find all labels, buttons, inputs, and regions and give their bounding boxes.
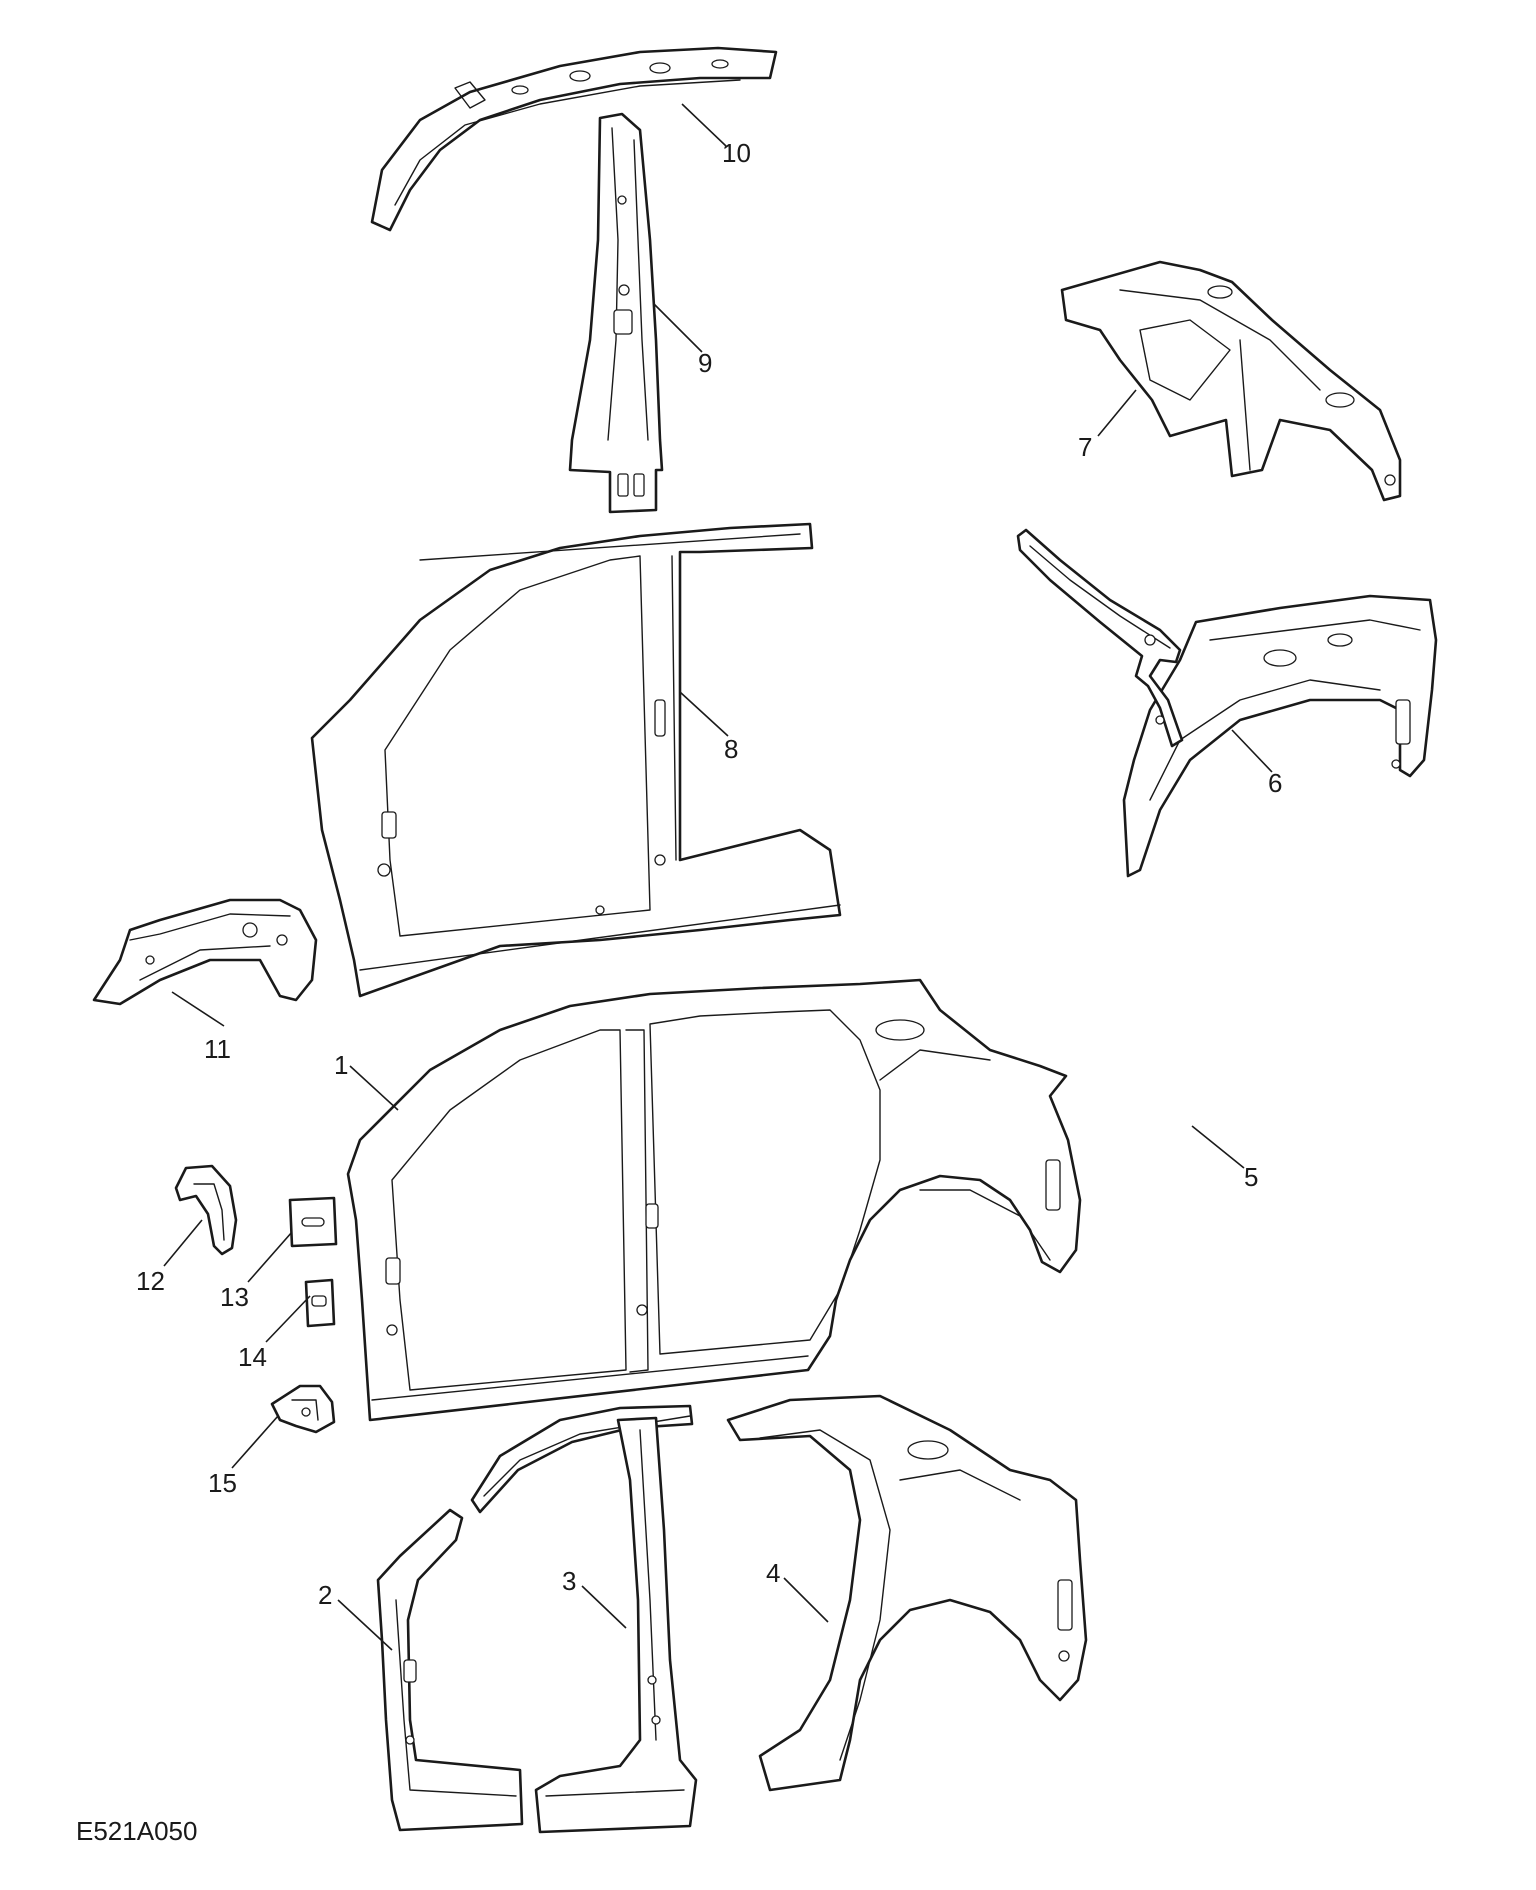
callout-8: 8 [724,734,738,764]
part-7-rear-upper-panel [1060,260,1402,502]
leader-5 [1191,1125,1245,1169]
leader-7 [1097,389,1137,437]
figure-code: E521A050 [76,1816,198,1846]
callout-labels: 1 2 3 4 5 6 7 8 9 10 11 12 13 14 15 [136,138,1282,1610]
part-9-b-pillar-reinforcement [568,112,664,514]
callout-2: 2 [318,1580,332,1610]
part-6-rear-wheel-arch [1122,594,1438,878]
callout-12: 12 [136,1266,165,1296]
leader-9 [653,303,703,353]
leader-11 [171,991,225,1027]
leader-3 [581,1585,627,1629]
leader-6 [1231,729,1273,773]
part-8-side-frame-inner [310,522,842,998]
leader-2 [337,1599,393,1651]
callout-15: 15 [208,1468,237,1498]
callout-1: 1 [334,1050,348,1080]
callout-6: 6 [1268,768,1282,798]
callout-4: 4 [766,1558,780,1588]
leader-8 [679,691,729,737]
leader-13 [247,1231,293,1283]
part-4-rear-quarter-outer [726,1394,1088,1792]
callout-14: 14 [238,1342,267,1372]
leader-10 [681,103,727,147]
callout-7: 7 [1078,432,1092,462]
leader-1 [349,1065,399,1111]
leader-12 [163,1219,203,1267]
callout-13: 13 [220,1282,249,1312]
part-3-b-pillar-outer [534,1416,698,1834]
part-2-front-pillar [376,1508,524,1832]
leader-4 [783,1577,829,1623]
leader-14 [265,1295,311,1343]
part-10-roof-rail [370,46,778,232]
part-11-front-reinforcement [92,898,318,1006]
part-15-bracket [270,1384,336,1434]
callout-3: 3 [562,1566,576,1596]
part-13-plate [288,1196,338,1248]
part-12-bracket [174,1164,238,1256]
callout-10: 10 [722,138,751,168]
leader-15 [231,1415,279,1469]
part-14-plate [304,1278,336,1328]
part-1-body-side-outer [346,978,1082,1422]
callout-5: 5 [1244,1162,1258,1192]
part-5-rear-pillar-brace [1016,528,1184,748]
callout-11: 11 [204,1034,231,1064]
leader-lines [163,103,1273,1651]
callout-9: 9 [698,348,712,378]
